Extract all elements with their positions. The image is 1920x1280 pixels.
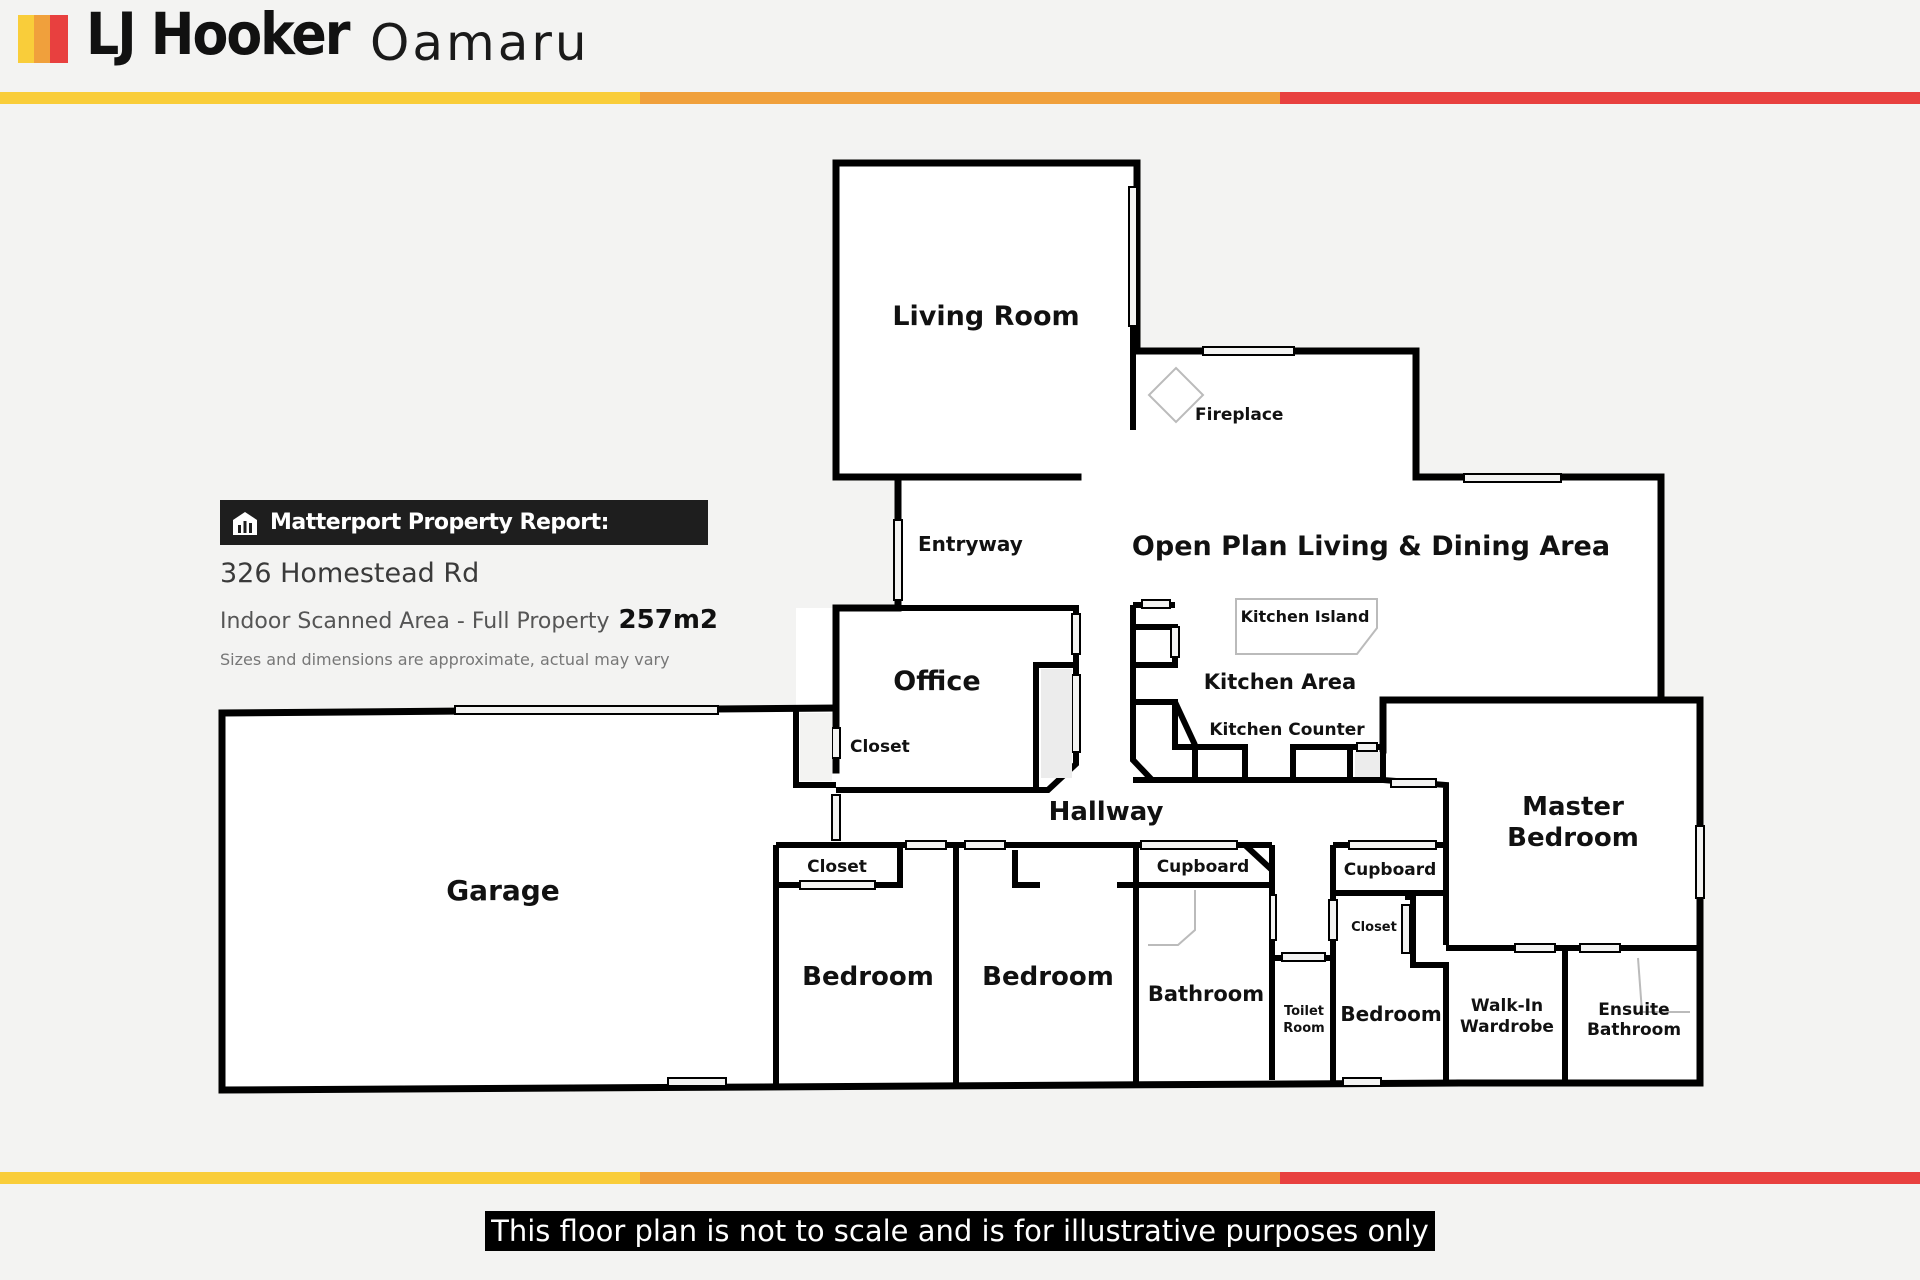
room-label-office: Office	[893, 666, 980, 697]
room-label-garage: Garage	[446, 874, 560, 907]
room-label-master-line2: Bedroom	[1507, 823, 1639, 853]
room-label-living-room: Living Room	[892, 301, 1079, 332]
header: LJ Hooker Oamaru	[0, 0, 1920, 92]
room-label-cupboard-1: Cupboard	[1157, 857, 1250, 877]
room-label-bedroom-3: Bedroom	[1340, 1002, 1441, 1026]
brand-logo-icon	[18, 15, 68, 63]
scanned-area-label: Indoor Scanned Area - Full Property	[220, 609, 610, 634]
room-label-open-plan: Open Plan Living & Dining Area	[1132, 531, 1610, 562]
scanned-area-value: 257m2	[618, 605, 719, 635]
report-title: Matterport Property Report:	[270, 510, 609, 535]
room-label-bathroom: Bathroom	[1148, 982, 1264, 1006]
room-label-bed1-closet: Closet	[807, 857, 867, 877]
room-label-office-closet: Closet	[850, 737, 910, 757]
scanned-area: Indoor Scanned Area - Full Property 257m…	[220, 605, 718, 635]
room-label-hallway: Hallway	[1049, 797, 1164, 827]
room-label-kitchen-island: Kitchen Island	[1241, 607, 1370, 626]
room-label-bedroom-2: Bedroom	[982, 962, 1114, 992]
property-address: 326 Homestead Rd	[220, 558, 480, 589]
disclaimer-banner: This floor plan is not to scale and is f…	[485, 1211, 1435, 1251]
brand-name: LJ Hooker	[86, 0, 350, 68]
room-label-kitchen-counter: Kitchen Counter	[1209, 720, 1365, 740]
room-label-kitchen-area: Kitchen Area	[1204, 670, 1356, 694]
room-label-bed3-closet: Closet	[1351, 920, 1397, 935]
room-label-walkin-line1: Walk-In	[1471, 996, 1543, 1016]
room-label-toilet-line1: Toilet	[1284, 1004, 1324, 1019]
building-chart-icon	[233, 511, 257, 535]
room-label-entryway: Entryway	[918, 532, 1023, 556]
room-label-walkin-line2: Wardrobe	[1460, 1017, 1554, 1037]
top-color-stripe	[0, 92, 1920, 104]
room-label-toilet-line2: Room	[1283, 1021, 1324, 1036]
room-label-master-line1: Master	[1522, 792, 1624, 822]
bottom-color-stripe	[0, 1172, 1920, 1184]
room-label-ensuite-line1: Ensuite	[1598, 1000, 1669, 1020]
report-title-bar: Matterport Property Report:	[220, 500, 708, 545]
approximation-note: Sizes and dimensions are approximate, ac…	[220, 650, 670, 669]
room-label-bedroom-1: Bedroom	[802, 962, 934, 992]
room-label-fireplace: Fireplace	[1195, 405, 1283, 425]
office-name: Oamaru	[370, 14, 590, 72]
room-label-cupboard-2: Cupboard	[1344, 860, 1437, 880]
room-label-ensuite-line2: Bathroom	[1587, 1020, 1681, 1040]
